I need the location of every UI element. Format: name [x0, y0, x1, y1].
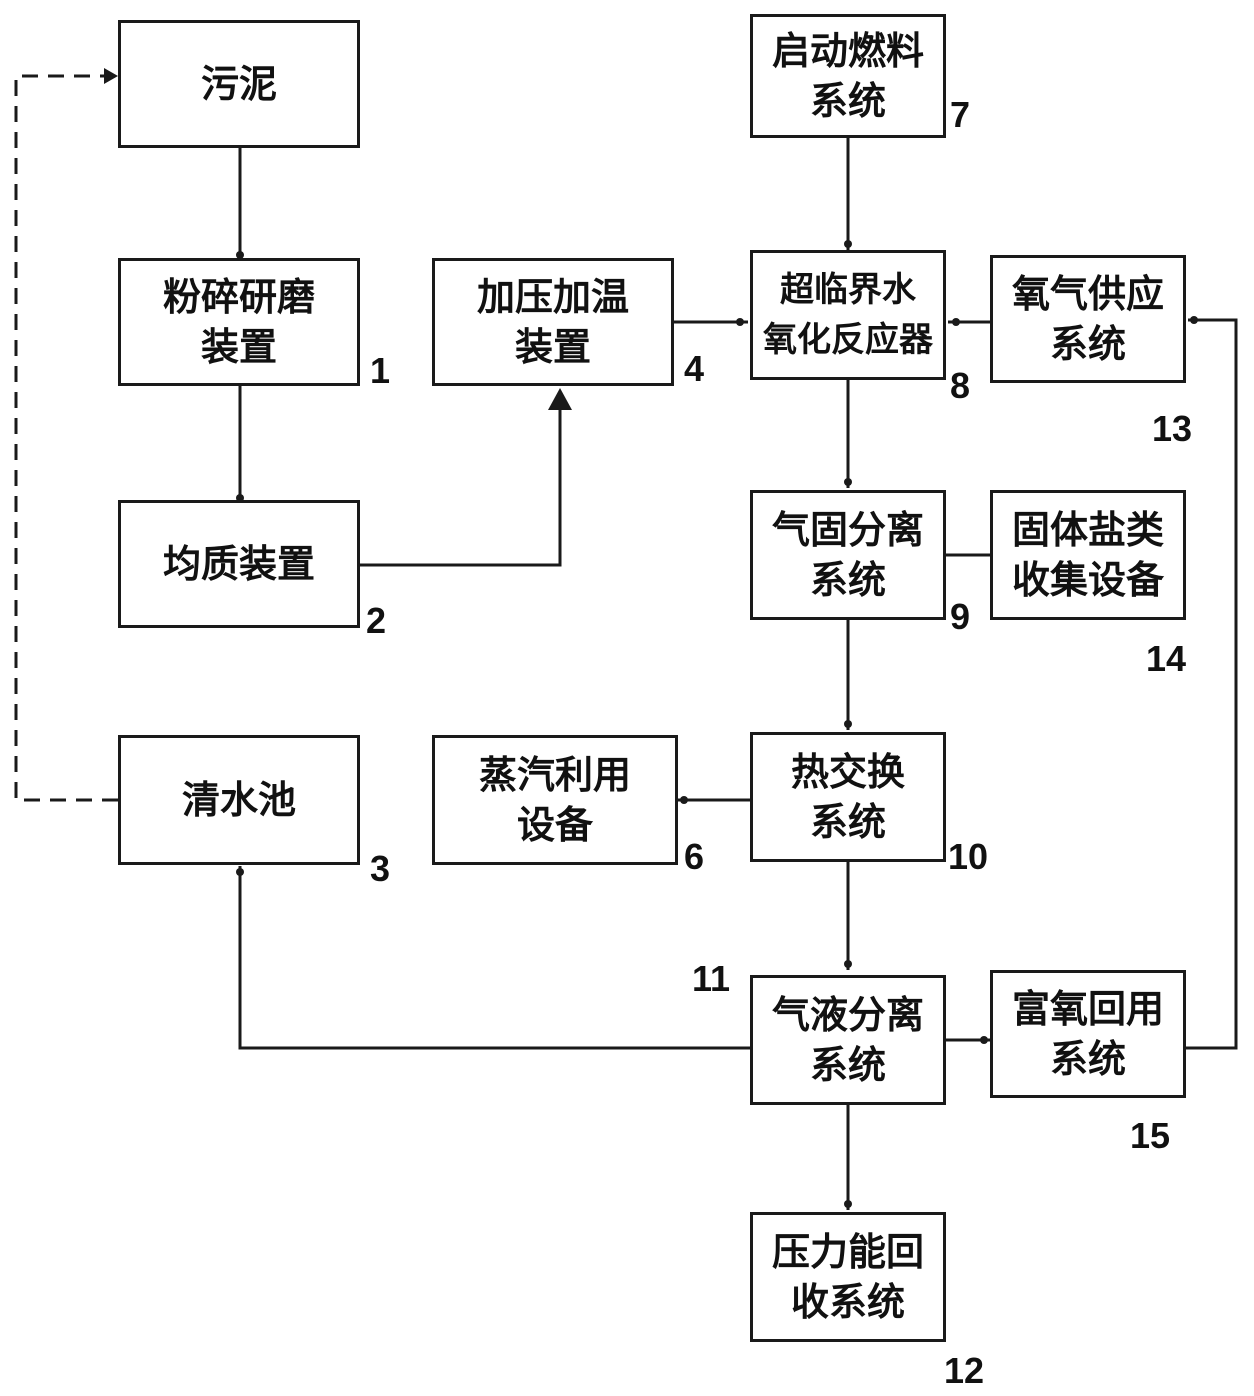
- gas-liquid-sep-number: 11: [692, 958, 731, 999]
- connector-gasliquid-water: [238, 866, 750, 1050]
- homogenizer-number: 2: [366, 600, 387, 641]
- scwo-reactor-number: 8: [950, 365, 971, 406]
- heat-exchange-number: 10: [948, 836, 989, 877]
- steam-use-box: 蒸汽利用 设备: [432, 735, 678, 865]
- arrow-dot: [236, 868, 244, 876]
- startup-fuel-number: 7: [950, 94, 971, 135]
- connector-homogenizer-pressheat: [360, 395, 562, 567]
- pressure-recovery-box: 压力能回 收系统: [750, 1212, 946, 1342]
- clean-water-pool-box: 清水池: [118, 735, 360, 865]
- arrow-dot: [844, 960, 852, 968]
- gas-liquid-sep-box: 气液分离 系统: [750, 975, 946, 1105]
- arrow-dot: [844, 478, 852, 486]
- scwo-reactor-box: 超临界水 氧化反应器: [750, 250, 946, 380]
- crush-grind-number: 1: [370, 350, 391, 391]
- arrow-dot: [1190, 316, 1198, 324]
- press-heat-box: 加压加温 装置: [432, 258, 674, 386]
- connector-water-sludge-dashed: [14, 74, 118, 802]
- oxygen-supply-box: 氧气供应 系统: [990, 255, 1186, 383]
- arrow-dot: [844, 240, 852, 248]
- oxygen-supply-number: 13: [1152, 408, 1193, 449]
- gas-solid-sep-number: 9: [950, 596, 971, 637]
- connector-recycle-oxygen: [1184, 318, 1238, 1050]
- arrow-dot: [844, 720, 852, 728]
- gas-solid-sep-box: 气固分离 系统: [750, 490, 946, 620]
- arrow-dot: [236, 251, 244, 259]
- salt-collect-box: 固体盐类 收集设备: [990, 490, 1186, 620]
- crush-grind-box: 粉碎研磨 装置: [118, 258, 360, 386]
- arrow-dot: [980, 1036, 988, 1044]
- press-heat-number: 4: [684, 348, 705, 389]
- homogenizer-box: 均质装置: [118, 500, 360, 628]
- arrow-head: [104, 68, 118, 84]
- clean-water-pool-number: 3: [370, 848, 391, 889]
- sludge-box: 污泥: [118, 20, 360, 148]
- arrow-dot: [952, 318, 960, 326]
- arrow-dot: [844, 1200, 852, 1208]
- arrow-dot: [736, 318, 744, 326]
- steam-use-number: 6: [684, 836, 705, 877]
- arrow-dot: [680, 796, 688, 804]
- oxygen-recycle-number: 15: [1130, 1115, 1171, 1156]
- arrow-head: [548, 388, 572, 410]
- pressure-recovery-number: 12: [944, 1350, 985, 1391]
- salt-collect-number: 14: [1146, 638, 1187, 679]
- oxygen-recycle-box: 富氧回用 系统: [990, 970, 1186, 1098]
- startup-fuel-box: 启动燃料 系统: [750, 14, 946, 138]
- heat-exchange-box: 热交换 系统: [750, 732, 946, 862]
